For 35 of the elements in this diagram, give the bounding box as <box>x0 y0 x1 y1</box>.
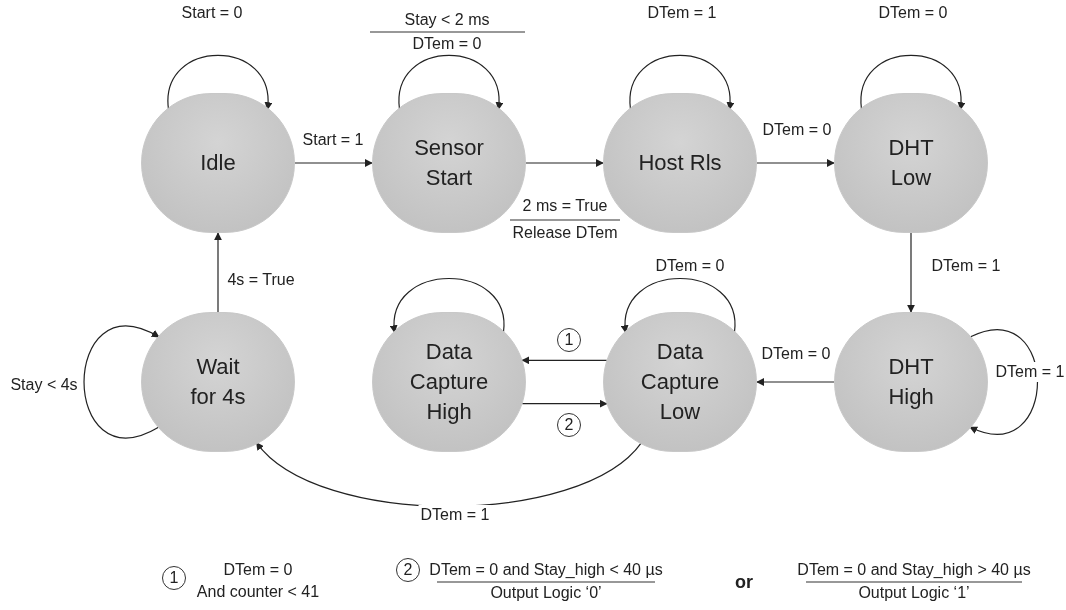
state-name: Host Rls <box>637 149 723 177</box>
arrow <box>621 277 736 334</box>
callout-number: 2 <box>396 558 420 582</box>
arrow <box>907 232 915 313</box>
edge-label: DTem = 1 <box>993 362 1066 382</box>
state-name: Wait for 4s <box>189 353 247 411</box>
callout-number: 1 <box>162 566 186 590</box>
state-name: Data Capture Low <box>639 338 721 426</box>
state-name: DHT Low <box>887 134 935 192</box>
arrow <box>294 159 373 167</box>
arrow <box>398 54 503 111</box>
state-name: DHT High <box>887 353 935 411</box>
state-name: Sensor Start <box>413 134 485 192</box>
arrow <box>860 54 965 111</box>
edge-label: 1 <box>557 328 581 352</box>
arrow <box>629 54 734 111</box>
arrow <box>521 356 608 365</box>
arrow <box>756 378 835 386</box>
state-name: Data Capture High <box>408 338 490 426</box>
edge-label: Stay < 4s <box>8 375 80 395</box>
edge-label: Stay < 2 ms <box>402 10 492 30</box>
arrow <box>969 329 1039 435</box>
condition-text: DTem = 0 and Stay_high > 40 µs <box>795 560 1033 580</box>
arrow <box>83 326 160 438</box>
edge-label: 2 <box>557 413 581 437</box>
arrow <box>525 159 604 167</box>
arrow <box>214 232 222 313</box>
condition-text: Output Logic ‘1’ <box>856 583 972 603</box>
state-name: Idle <box>199 149 237 177</box>
condition-text: DTem = 0 and Stay_high < 40 µs <box>427 560 665 580</box>
arrow <box>390 277 505 334</box>
condition-text: Output Logic ‘0’ <box>488 583 604 603</box>
arrow <box>167 54 272 111</box>
arrow <box>756 159 835 167</box>
arrow <box>521 399 608 408</box>
